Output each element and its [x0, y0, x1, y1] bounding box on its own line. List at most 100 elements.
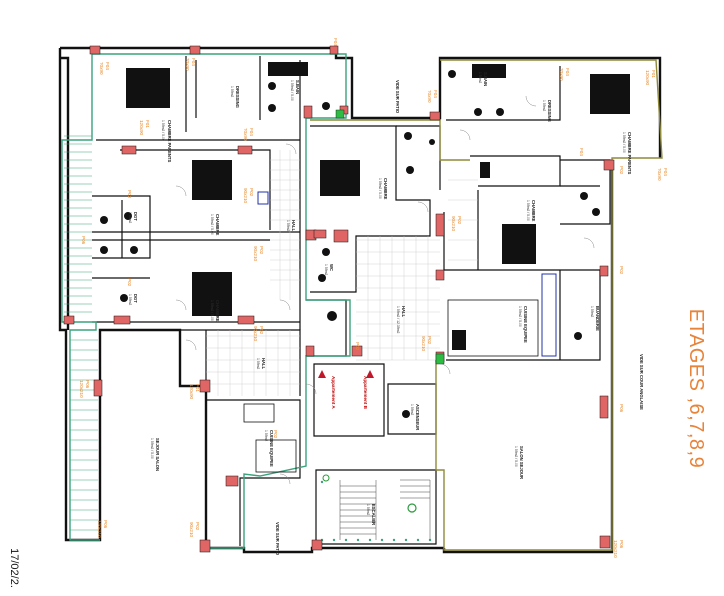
room-area: 1 59m2 / 5.00	[290, 80, 294, 101]
window-callout: P06	[619, 404, 624, 413]
window-callout: F04	[333, 38, 338, 46]
window-callout: F04	[565, 68, 570, 76]
room-area: 1 59m2 / 5.00	[518, 306, 522, 327]
appartement-b-label: Appartement B	[363, 376, 368, 410]
room-area: 1 59m2	[256, 358, 260, 369]
appartement-a-label: Appartement A	[331, 376, 336, 409]
room-label: CHAMBRE	[215, 300, 220, 322]
room-area: 1 59m2 / 5.00	[514, 446, 518, 467]
stair-dots	[320, 480, 432, 542]
room-label: CUISINE EQUIPEE	[269, 430, 274, 467]
bed-pillows	[126, 64, 630, 272]
room-label: WC	[329, 264, 334, 271]
window-callout: P02	[127, 278, 132, 287]
window-callout: 90x210	[253, 246, 258, 262]
tile-grid	[206, 150, 478, 396]
drawing-date: 17/02/2.	[0, 540, 28, 596]
window-callout: P02	[427, 336, 432, 345]
window-callout: P02	[195, 522, 200, 531]
terrace-hatching	[64, 135, 98, 531]
window-callout: 70x90	[657, 168, 662, 181]
kitchen-counter	[243, 299, 539, 473]
window-callout: F01	[195, 384, 200, 392]
room-label: DGT	[133, 294, 138, 303]
room-label: BUANDERIE	[595, 306, 600, 331]
room-label: CHAMBRE PARENTS	[167, 120, 172, 162]
window-callout: 90x210	[421, 336, 426, 352]
window-callout: 70x90	[427, 90, 432, 103]
room-label: VIDE SUR PATIO	[275, 522, 280, 556]
vent-green	[435, 353, 445, 365]
room-label: SALON SEJOUR	[519, 446, 524, 479]
room-area: 1 59m2 / 5.00	[378, 178, 382, 199]
window-callout: F04	[579, 148, 584, 156]
window-callout: 70x90	[559, 68, 564, 81]
window-callout: P06	[103, 520, 108, 529]
room-label: VIDE SUR COUR ANGLAISE	[639, 354, 644, 410]
room-label: HALL	[291, 220, 296, 232]
room-area: 1 59m2 / 5.00	[150, 438, 154, 459]
room-label: S.BAIN	[295, 80, 300, 94]
room-area: 1 59m2	[230, 86, 234, 97]
room-area: 1 59m2 / 5.00	[526, 200, 530, 221]
room-label: CHAMBRE	[531, 200, 536, 222]
room-area: 1 59m2	[128, 294, 132, 305]
window-callout: F04	[433, 90, 438, 98]
room-area: 1 59m2	[324, 264, 328, 275]
window-callout: P02	[273, 430, 278, 439]
room-label: ASCENSEUR	[415, 404, 420, 430]
window-callout: F01	[651, 70, 656, 78]
room-label: DGT	[133, 212, 138, 221]
window-callout: 120x210	[79, 380, 84, 398]
room-label: ESCALIER	[371, 504, 376, 525]
room-label: CHAMBRE PARENTS	[627, 132, 632, 174]
room-area: 1 59m2 / 5.00	[622, 132, 626, 153]
window-callout: 70x90	[243, 128, 248, 141]
room-label: SEJOUR SALON	[155, 438, 160, 471]
staircase	[339, 479, 431, 540]
window-callout: P02	[355, 342, 360, 351]
window-callout: F04	[663, 168, 668, 176]
page-title: ETAGES ,6,7,8,9	[666, 298, 724, 478]
room-area: 1 59m2	[366, 504, 370, 515]
cabinet-blue	[541, 273, 557, 357]
exit-marker-icon	[407, 503, 417, 513]
room-label: CHAMBRE	[383, 178, 388, 200]
vent-green-2	[335, 109, 345, 119]
window-callout: 120x90	[645, 70, 650, 86]
room-area: 1 59m2 / 5.00	[210, 214, 214, 235]
room-label: S.BAIN	[483, 72, 488, 86]
window-callout: 70x90	[185, 58, 190, 71]
window-callout: 90x210	[189, 522, 194, 538]
room-label: DRESSING	[235, 86, 240, 108]
bed-furniture	[126, 64, 630, 316]
opening-callouts: F04 70x90 F04 70x90 F01 120x90 F04 70x90…	[79, 38, 668, 558]
window-callout: P02	[127, 190, 132, 199]
page-title-text: ETAGES ,6,7,8,9	[685, 308, 708, 468]
sanitary-fixtures	[100, 62, 600, 418]
window-callout: F01	[145, 120, 150, 128]
room-label: VIDE SUR PATIO	[395, 80, 400, 114]
room-label: CHAMBRE	[215, 214, 220, 236]
room-area: 1 59m2 / 5.00	[161, 120, 165, 141]
elevator-marker-icon	[322, 474, 330, 482]
room-labels: CHAMBRE PARENTS 1 59m2 / 5.00 S.BAIN 1 5…	[128, 72, 644, 556]
room-label: HALL	[401, 306, 406, 318]
room-area: 1 59m2 / 5.00	[210, 300, 214, 321]
window-callout: P02	[249, 188, 254, 197]
window-callout: P02	[457, 216, 462, 225]
room-label: CUISINE EQUIPEE	[523, 306, 528, 343]
room-area: 1 59m2	[410, 404, 414, 415]
window-callout: P02	[619, 166, 624, 175]
room-area: 1 59m2	[264, 430, 268, 441]
window-callout: 120x210	[613, 540, 618, 558]
cabinet-blue-small	[257, 191, 269, 205]
window-callout: P02	[259, 246, 264, 255]
window-callout: F04	[105, 62, 110, 70]
apartment-b-outline	[310, 59, 663, 551]
window-callout: P06	[81, 236, 86, 245]
room-area: 1 59m2 / 12.39m2	[396, 306, 400, 333]
room-area: 1 59m2	[286, 220, 290, 231]
room-area: 1 59m2	[542, 100, 546, 111]
